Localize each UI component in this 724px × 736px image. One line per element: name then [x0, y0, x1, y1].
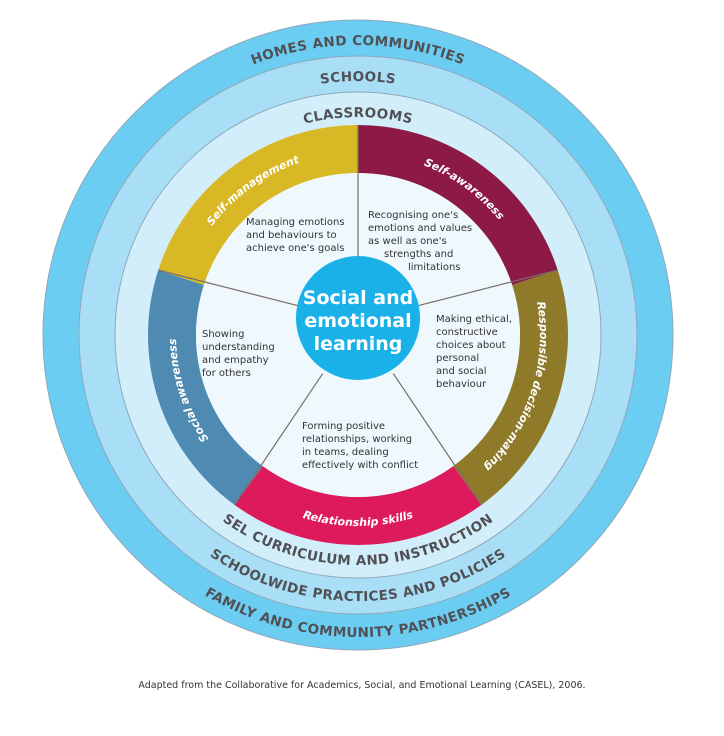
- segment-divider: [392, 373, 482, 506]
- description-social-awareness: Showing understanding and empathy for ot…: [202, 329, 275, 379]
- description-line: and behaviours to: [246, 230, 337, 241]
- description-responsible-decision-making: Making ethical, constructive choices abo…: [436, 314, 512, 390]
- center-title: Social and emotional learning: [303, 287, 413, 355]
- description-line: emotions and values: [368, 223, 472, 234]
- segment-divider: [158, 269, 302, 308]
- description-line: personal: [436, 353, 479, 364]
- source-caption: Adapted from the Collaborative for Acade…: [138, 680, 586, 691]
- description-line: Managing emotions: [246, 217, 345, 228]
- description-line: relationships, working: [302, 434, 412, 445]
- description-line: Forming positive: [302, 421, 385, 432]
- segment-relationship-skills: [234, 466, 482, 545]
- description-line: and social: [436, 366, 487, 377]
- description-line: choices about: [436, 340, 506, 351]
- segment-self-management: [158, 125, 358, 285]
- description-line: as well as one's: [368, 236, 447, 247]
- center-title-line-1: Social and: [303, 287, 413, 309]
- description-line: effectively with conflict: [302, 460, 418, 471]
- segment-self-awareness: [358, 125, 558, 285]
- center-title-line-3: learning: [314, 333, 403, 355]
- ring-label-schools: SCHOOLS: [319, 69, 397, 88]
- description-line: constructive: [436, 327, 498, 338]
- description-line: understanding: [202, 342, 275, 353]
- center-title-line-2: emotional: [304, 310, 411, 332]
- description-line: behaviour: [436, 379, 487, 390]
- description-relationship-skills: Forming positive relationships, working …: [302, 421, 418, 471]
- description-line: strengths and: [384, 249, 453, 260]
- description-line: in teams, dealing: [302, 447, 389, 458]
- description-line: Recognising one's: [368, 210, 458, 221]
- description-line: limitations: [408, 262, 461, 273]
- description-line: achieve one's goals: [246, 243, 344, 254]
- segment-social-awareness: [148, 270, 263, 505]
- ring-label-classrooms: CLASSROOMS: [302, 105, 415, 128]
- segment-divider: [414, 269, 558, 308]
- description-self-management: Managing emotions and behaviours to achi…: [246, 217, 345, 254]
- segment-responsible-decision-making: [453, 270, 569, 505]
- description-line: for others: [202, 368, 251, 379]
- description-self-awareness: Recognising one's emotions and values as…: [368, 210, 472, 273]
- description-line: Showing: [202, 329, 244, 340]
- description-line: Making ethical,: [436, 314, 512, 325]
- description-line: and empathy: [202, 355, 269, 366]
- segment-divider: [234, 373, 324, 506]
- center-circle: [296, 256, 420, 380]
